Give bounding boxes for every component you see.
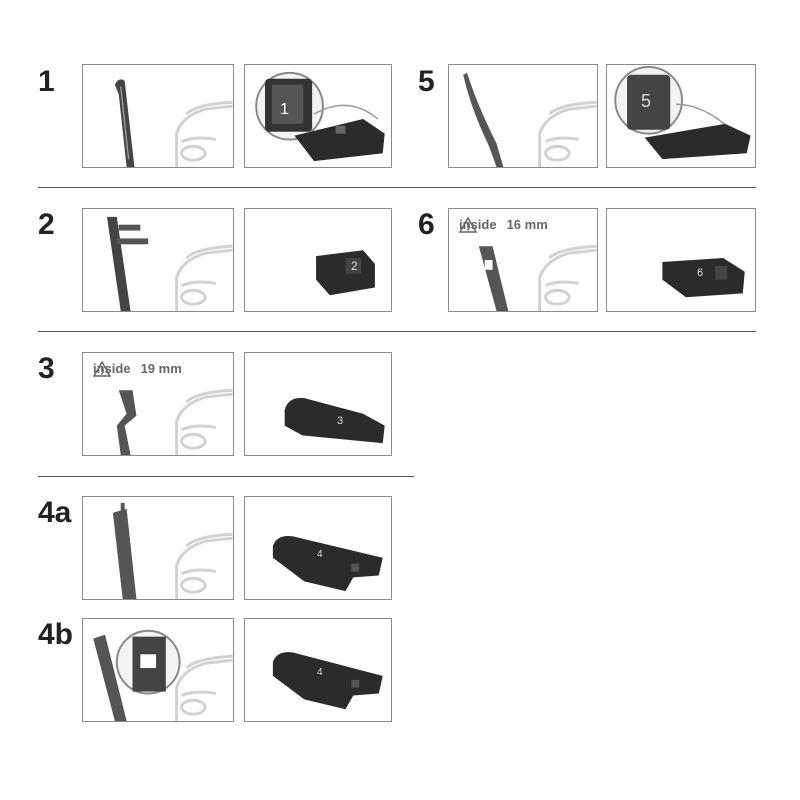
car-front-icon [175,244,233,311]
wiper-arm-pin-icon [93,634,127,721]
row-divider [38,187,756,188]
step-2-arm-panel [82,208,234,312]
adapter-clip-icon [272,535,383,592]
car-front-icon [538,100,597,167]
adapter-clip-icon [272,652,383,710]
step-2-adapter-panel: 2 [244,208,392,312]
warning-icon [93,361,111,377]
wiper-arm-hook-icon [114,79,135,167]
adapter-number-1: 1 [280,101,289,118]
step-number-2: 2 [38,208,55,241]
car-front-icon [175,388,233,455]
adapter-number-6: 6 [697,267,704,279]
step-6-adapter-panel: 6 [606,208,756,312]
car-front-icon [538,244,597,311]
step-number-4b: 4b [38,618,74,651]
adapter-clip-icon [284,397,385,444]
step-number-4a: 4a [38,496,72,529]
car-front-icon [175,532,233,599]
adapter-number-4a: 4 [317,549,323,560]
row-divider [38,476,414,477]
warning-note-3: inside 19 mm [93,361,182,377]
row-divider [38,331,756,332]
warning-note-6: inside 16 mm [459,217,548,233]
adapter-clip-icon [644,123,751,160]
car-front-icon [175,100,233,167]
step-number-5: 5 [418,65,435,98]
adapter-number-4b: 4 [317,667,323,678]
step-6-arm-panel: inside 16 mm [448,208,598,312]
warning-measure: 16 mm [506,217,548,232]
step-number-6: 6 [418,208,435,241]
adapter-number-5: 5 [641,91,652,111]
step-number-1: 1 [38,65,55,98]
step-number-3: 3 [38,352,55,385]
step-4a-arm-panel [82,496,234,600]
wiper-arm-slot-icon [478,246,509,311]
wiper-arm-bayonet-icon [107,216,149,311]
step-4a-adapter-panel: 4 [244,496,392,600]
adapter-number-2: 2 [351,259,358,273]
adapter-clip-icon [662,258,745,298]
wiper-arm-curved-icon [463,72,504,167]
adapter-clip-icon [316,250,375,296]
step-3-adapter-panel: 3 [244,352,392,456]
wiper-arm-side-lock-icon [112,508,137,599]
step-5-adapter-panel: 5 [606,64,756,168]
warning-text: inside [93,361,131,376]
adapter-number-3: 3 [337,415,344,427]
warning-icon [459,217,477,233]
step-4b-adapter-panel: 4 [244,618,392,722]
step-3-arm-panel: inside 19 mm [82,352,234,456]
warning-text: inside [459,217,497,232]
step-1-adapter-panel: 1 [244,64,392,168]
step-1-arm-panel [82,64,234,168]
car-front-icon [175,654,233,721]
step-5-arm-panel [448,64,598,168]
adapter-clip-icon [294,118,385,162]
wiper-arm-hook-icon [116,390,137,455]
step-4b-arm-panel [82,618,234,722]
warning-measure: 19 mm [140,361,182,376]
